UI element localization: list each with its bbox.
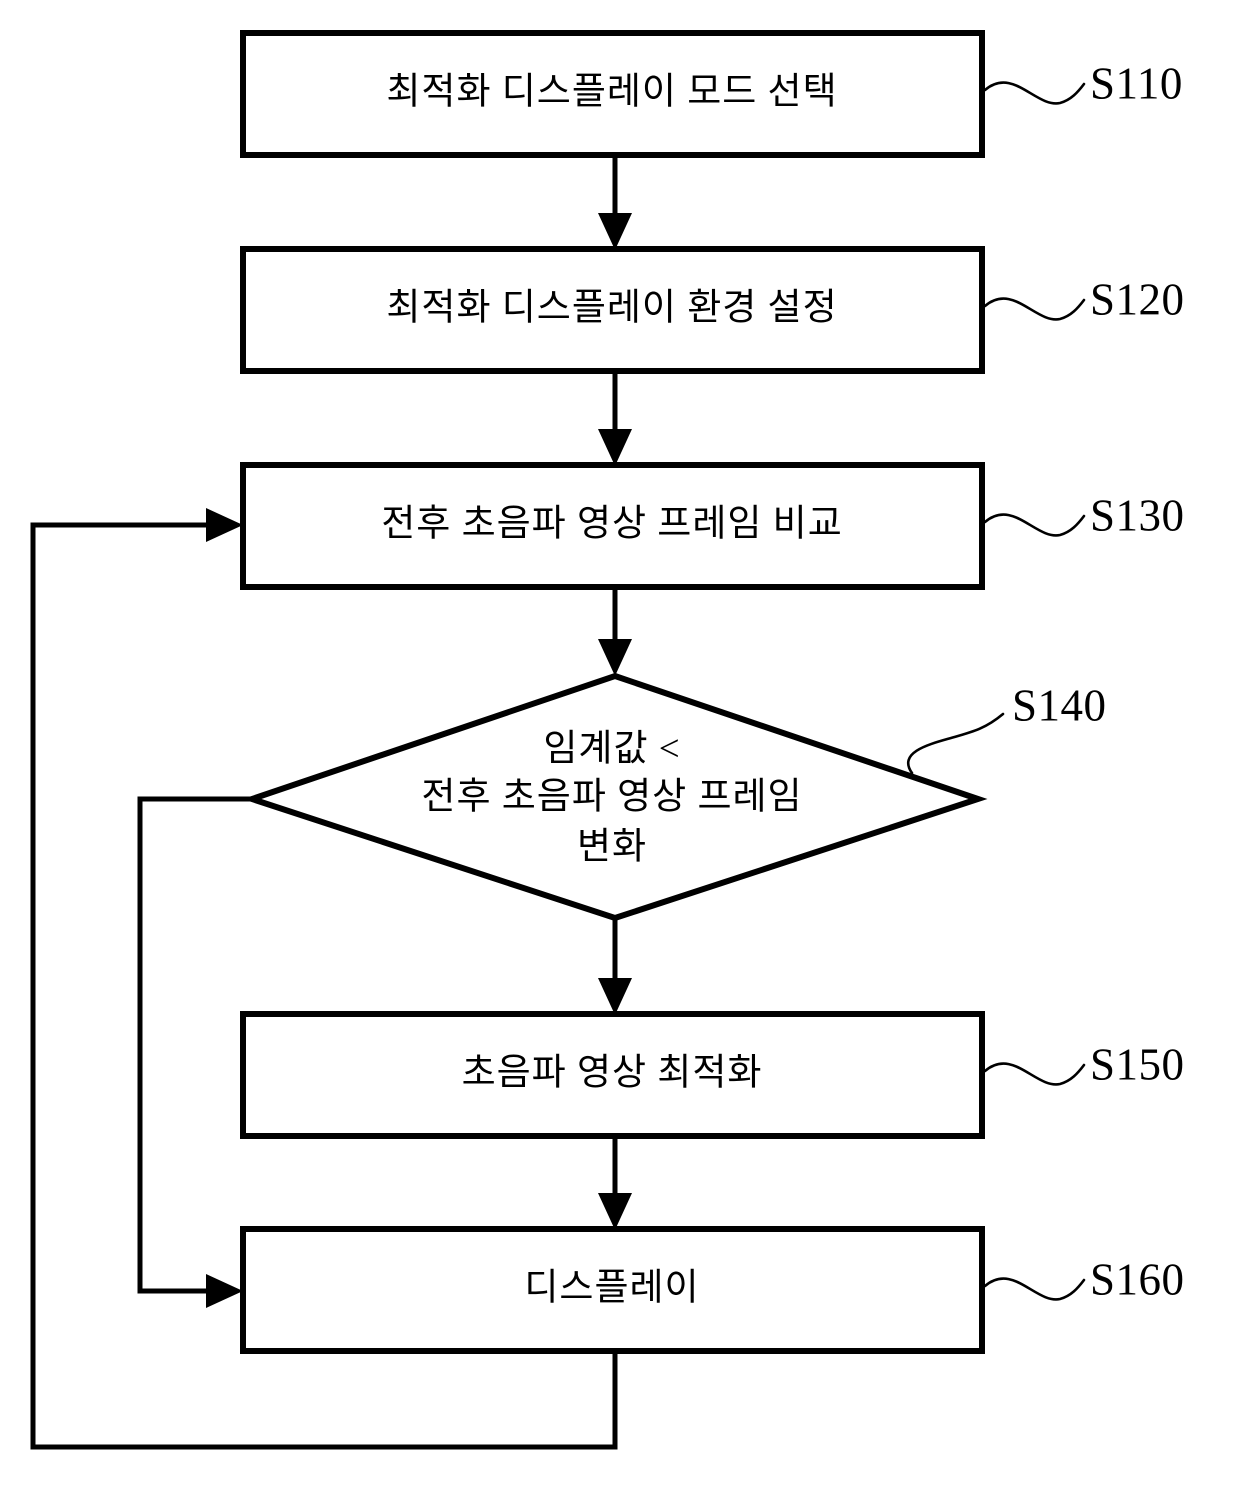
- ref-leader-s160: S160: [983, 1254, 1185, 1304]
- ref-leader-s140: S140: [906, 680, 1107, 775]
- node-s160-label: 디스플레이: [524, 1267, 699, 1308]
- edge-s140-to-s150: [598, 918, 632, 1015]
- arrow-head-icon: [598, 429, 632, 466]
- node-s110-label: 최적화 디스플레이 모드 선택: [386, 71, 837, 112]
- arrow-head-icon: [598, 213, 632, 250]
- arrow-head-icon: [598, 639, 632, 676]
- ref-label-s150: S150: [1090, 1039, 1185, 1089]
- node-s130-label: 전후 초음파 영상 프레임 비교: [381, 503, 842, 544]
- node-s110[interactable]: 최적화 디스플레이 모드 선택: [240, 30, 985, 158]
- ref-label-s140: S140: [1012, 680, 1107, 730]
- node-s140-label-line3: 변화: [577, 826, 647, 867]
- edge-s130-to-s140: [598, 587, 632, 676]
- ref-label-s110: S110: [1090, 58, 1183, 108]
- node-s150[interactable]: 초음파 영상 최적화: [240, 1011, 985, 1139]
- ref-leader-s120: S120: [983, 274, 1185, 324]
- arrow-head-icon: [206, 1274, 243, 1308]
- node-s140[interactable]: 임계값 < 전후 초음파 영상 프레임 변화: [242, 672, 988, 922]
- edge-s110-to-s120: [598, 155, 632, 250]
- edge-s160-to-s130-feedback: [30, 508, 618, 1450]
- arrow-head-icon: [206, 508, 243, 542]
- node-s150-label: 초음파 영상 최적화: [462, 1052, 763, 1093]
- edge-s120-to-s130: [598, 371, 632, 466]
- arrow-head-icon: [598, 1193, 632, 1230]
- ref-leader-s150: S150: [983, 1039, 1185, 1089]
- node-s130[interactable]: 전후 초음파 영상 프레임 비교: [240, 462, 985, 590]
- ref-leader-s130: S130: [983, 490, 1185, 540]
- ref-leader-s110: S110: [983, 58, 1183, 108]
- ref-label-s160: S160: [1090, 1254, 1185, 1304]
- node-s120-label: 최적화 디스플레이 환경 설정: [386, 287, 837, 328]
- arrow-head-icon: [598, 978, 632, 1015]
- ref-label-s120: S120: [1090, 274, 1185, 324]
- edge-s140-to-s160-feedback: [137, 796, 252, 1308]
- node-s140-label-line1: 임계값 <: [543, 728, 680, 769]
- node-s140-label-line2: 전후 초음파 영상 프레임: [421, 776, 802, 817]
- ref-label-s130: S130: [1090, 490, 1185, 540]
- node-s120[interactable]: 최적화 디스플레이 환경 설정: [240, 246, 985, 374]
- edge-s150-to-s160: [598, 1135, 632, 1230]
- node-s160[interactable]: 디스플레이: [240, 1226, 985, 1354]
